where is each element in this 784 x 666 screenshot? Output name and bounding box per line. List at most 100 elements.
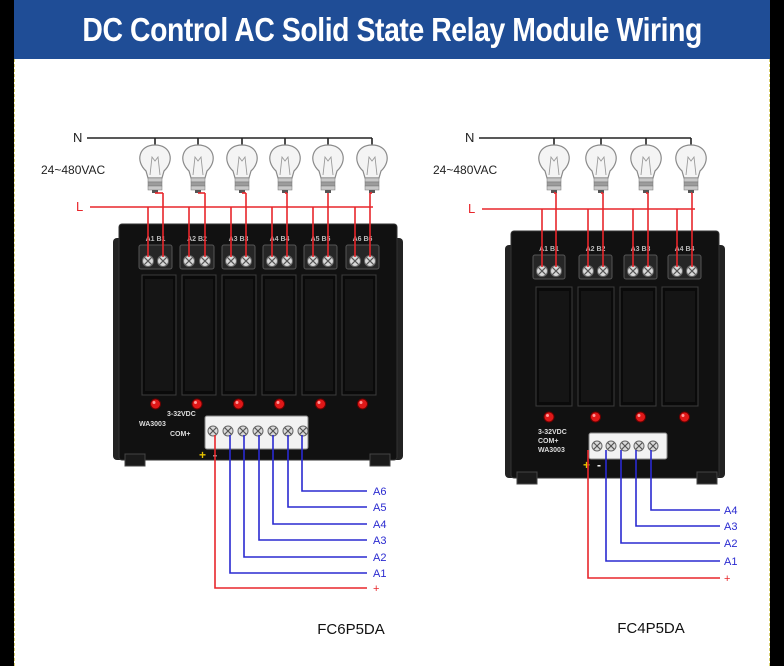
control-wire [301, 435, 367, 492]
led-body [590, 411, 601, 423]
screw-terminal-icon [364, 255, 376, 267]
bulb-base-ring [190, 181, 206, 187]
screw-terminal-icon [199, 255, 211, 267]
output-terminal-label: A2 B2 [187, 236, 207, 243]
polarity-minus: - [597, 458, 601, 472]
screw-terminal-icon [686, 265, 698, 277]
screw-slot [673, 267, 681, 275]
screw-terminal-icon [322, 255, 334, 267]
model-name: FC6P5DA [317, 621, 385, 638]
screw-terminal-icon [647, 440, 659, 452]
light-bulb-icon [312, 144, 344, 193]
led-shine [317, 401, 321, 404]
screw-terminal-icon [281, 255, 293, 267]
control-label: A2 [373, 552, 386, 564]
screw-terminal-icon [240, 255, 252, 267]
control-wire [214, 435, 367, 589]
led-body [315, 398, 326, 410]
control-wire [587, 450, 720, 579]
screw-slot [269, 427, 277, 435]
screw-slot [239, 427, 247, 435]
screw-slot [351, 257, 359, 265]
light-bulb-icon [630, 144, 662, 193]
control-wire [272, 435, 367, 525]
screw-terminal-icon [627, 265, 639, 277]
led-body [635, 411, 646, 423]
output-terminal-label: A4 B4 [675, 246, 695, 253]
relay-face [539, 291, 569, 402]
screw-terminal-icon [349, 255, 361, 267]
output-terminal-label: A3 B3 [229, 236, 249, 243]
screw-terminal-icon [597, 265, 609, 277]
control-wire [650, 450, 720, 511]
relay-face [345, 279, 373, 391]
control-label: A4 [373, 519, 386, 531]
screw-slot [621, 442, 629, 450]
bulb-base-ring [234, 185, 250, 191]
board-voltage-text: 3-32VDC [538, 429, 567, 436]
control-label: A4 [724, 505, 737, 517]
screw-terminal-icon [619, 440, 631, 452]
control-wire [243, 435, 367, 558]
led-shine [194, 401, 197, 404]
bulb-base-ring [638, 177, 654, 183]
bulb-base-ring [683, 177, 699, 183]
page-title: DC Control AC Solid State Relay Module W… [82, 10, 702, 48]
led-indicator-icon [679, 411, 690, 423]
led-shine [637, 414, 641, 417]
screw-terminal-icon [225, 255, 237, 267]
bulb-base-ring [683, 181, 699, 187]
screw-slot [201, 257, 209, 265]
polarity-plus: + [583, 458, 590, 472]
control-wire [287, 435, 367, 508]
screw-terminal-icon [237, 425, 249, 437]
bulb-base-ring [234, 177, 250, 183]
led-body [543, 411, 555, 423]
screw-terminal-icon [222, 425, 234, 437]
bulb-base-ring [190, 177, 206, 183]
bulb-contact [598, 190, 604, 193]
screw-slot [268, 257, 276, 265]
screw-slot [283, 257, 291, 265]
control-label: + [373, 583, 379, 595]
bulb-base-ring [546, 185, 562, 191]
output-terminal-label: A5 B5 [311, 236, 331, 243]
bulb-filament [236, 155, 248, 176]
screw-slot [644, 267, 652, 275]
led-body [150, 398, 161, 410]
screw-slot [538, 267, 546, 275]
led-indicator-icon [315, 398, 326, 410]
screw-slot [324, 257, 332, 265]
screw-terminal-icon [671, 265, 683, 277]
relay-face [623, 291, 653, 402]
control-label: + [724, 573, 730, 585]
screw-slot [185, 257, 193, 265]
screw-terminal-icon [157, 255, 169, 267]
bulb-contact [152, 190, 158, 193]
screw-terminal-icon [282, 425, 294, 437]
light-bulb-icon [356, 144, 388, 193]
output-terminal-label: A3 B3 [631, 246, 651, 253]
voltage-label: 24~480VAC [433, 163, 497, 177]
bulb-contact [369, 190, 375, 193]
light-bulb-icon [226, 144, 258, 193]
screw-slot [552, 267, 560, 275]
screw-terminal-icon [266, 255, 278, 267]
bulb-base-ring [593, 181, 609, 187]
screw-terminal-icon [307, 255, 319, 267]
relay-face [225, 279, 253, 391]
screw-slot [607, 442, 615, 450]
screw-slot [159, 257, 167, 265]
live-label: L [76, 199, 83, 214]
led-shine [276, 401, 280, 404]
bulb-base-ring [320, 181, 336, 187]
module-foot [124, 453, 146, 467]
module-foot [516, 471, 538, 485]
title-banner: DC Control AC Solid State Relay Module W… [14, 0, 770, 59]
control-label: A1 [373, 568, 386, 580]
bulb-base-ring [364, 181, 380, 187]
led-indicator-icon [191, 398, 203, 410]
bulb-base-ring [638, 181, 654, 187]
control-label: A3 [373, 535, 386, 547]
board-model-code: WA3003 [538, 447, 565, 454]
